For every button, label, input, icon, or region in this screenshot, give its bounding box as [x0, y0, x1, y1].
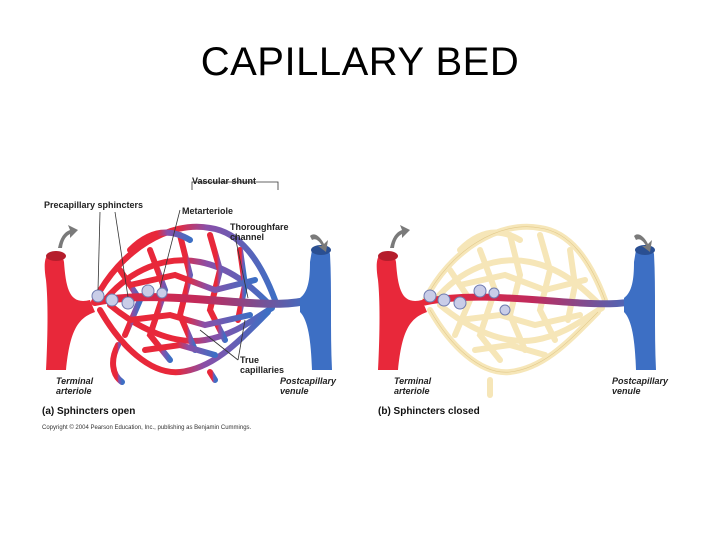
terminal-arteriole-label-line1: Terminal: [56, 376, 94, 386]
true-capillaries-label-line1: True: [240, 355, 259, 365]
terminal-arteriole-b-label-line1: Terminal: [394, 376, 432, 386]
outflow-arrow-icon-b: [634, 234, 652, 252]
precapillary-sphincters-label: Precapillary sphincters: [44, 200, 143, 210]
arteriole-opening: [46, 251, 66, 261]
terminal-arteriole-b: [376, 252, 427, 370]
inflow-arrow-icon: [58, 225, 78, 248]
vascular-shunt-label: Vascular shunt: [192, 176, 256, 186]
panel-b-sphincters-closed: Terminal arteriole Postcapillary venule …: [376, 223, 669, 417]
collapsed-capillaries-outline: [424, 226, 606, 373]
postcapillary-venule-b-label-line2: venule: [612, 386, 641, 396]
terminal-arteriole-label-line2: arteriole: [56, 386, 92, 396]
collapsed-capillaries-network: [422, 223, 608, 398]
leader-lines-a: [97, 178, 279, 361]
inflow-arrow-icon-b: [390, 225, 410, 248]
precapillary-sphincters: [91, 284, 168, 310]
postcapillary-venule: [300, 246, 332, 370]
panel-b-caption: (b) Sphincters closed: [378, 406, 480, 417]
outflow-arrow-icon: [310, 234, 328, 252]
slide-title: CAPILLARY BED: [200, 40, 520, 84]
precapillary-sphincters-closed: [423, 284, 511, 316]
metarteriole-label: Metarteriole: [182, 206, 233, 216]
arteriole-opening-b: [378, 251, 398, 261]
terminal-arteriole-b-label-line2: arteriole: [394, 386, 430, 396]
thoroughfare-label-line1: Thoroughfare: [230, 222, 289, 232]
terminal-arteriole: [44, 252, 95, 370]
postcapillary-venule-label-line1: Postcapillary: [280, 376, 337, 386]
true-capillaries-network: [92, 223, 278, 398]
thoroughfare-label-line2: channel: [230, 232, 264, 242]
copyright-notice: Copyright © 2004 Pearson Education, Inc.…: [42, 424, 252, 431]
true-capillaries-label-line2: capillaries: [240, 365, 284, 375]
panel-a-caption: (a) Sphincters open: [42, 406, 135, 417]
postcapillary-venule-label-line2: venule: [280, 386, 309, 396]
panel-a-sphincters-open: Vascular shunt Precapillary sphincters M…: [42, 176, 337, 417]
postcapillary-venule-b-label-line1: Postcapillary: [612, 376, 669, 386]
postcapillary-venule-b: [624, 246, 656, 370]
